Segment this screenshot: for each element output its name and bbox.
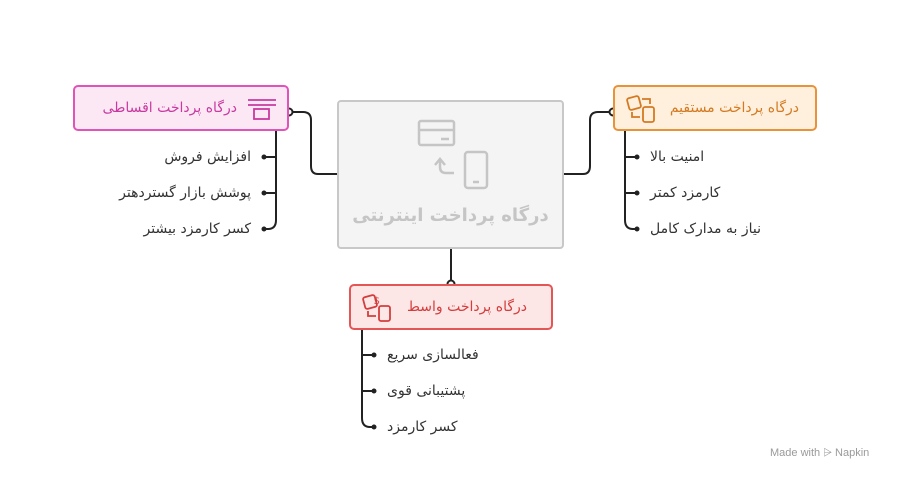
branch-node-direct: درگاه پرداخت مستقیم (613, 85, 817, 131)
leaf-intermediary-3: کسر کارمزد (387, 419, 458, 435)
leaf-installment-2: پوشش بازار گستردهتر (119, 185, 251, 201)
card-to-phone-icon (416, 118, 490, 196)
branch-title-direct: درگاه پرداخت مستقیم (669, 100, 799, 116)
direct-transfer-icon (626, 95, 656, 127)
svg-text:$: $ (374, 296, 380, 307)
intermediary-exchange-icon: $ (362, 294, 392, 326)
leaf-installment-3: کسر کارمزد بیشتر (143, 221, 252, 237)
installment-stack-icon (247, 98, 277, 124)
center-node: درگاه پرداخت اینترنتی (337, 100, 564, 249)
leaf-intermediary-1: فعالسازی سریع (387, 347, 479, 363)
leaf-intermediary-2: پشتیبانی قوی (387, 383, 466, 399)
branch-title-installment: درگاه پرداخت اقساطی (102, 100, 237, 116)
leaf-direct-1: امنیت بالا (650, 149, 705, 165)
leaf-installment-1: افزایش فروش (164, 149, 251, 165)
center-node-title: درگاه پرداخت اینترنتی (352, 205, 549, 226)
made-with-napkin-credit: Made with ⩥ Napkin (770, 447, 870, 459)
branch-title-intermediary: درگاه پرداخت واسط (407, 299, 527, 315)
branch-node-intermediary: درگاه پرداخت واسط $ (349, 284, 553, 330)
leaf-direct-3: نیاز به مدارک کامل (650, 221, 761, 237)
leaf-direct-2: کارمزد کمتر (650, 185, 721, 201)
branch-node-installment: درگاه پرداخت اقساطی (73, 85, 289, 131)
